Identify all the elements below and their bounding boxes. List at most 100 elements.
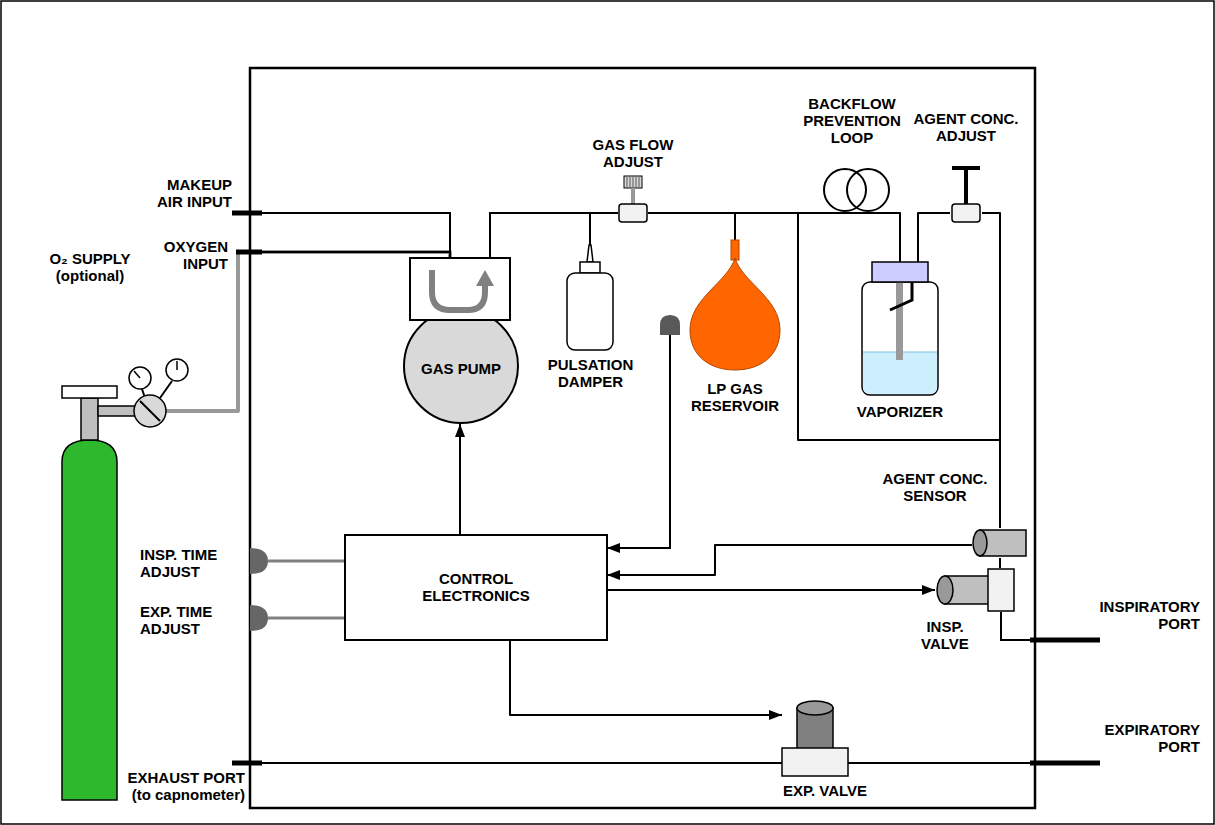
pulsation-damper: PULSATION DAMPER bbox=[565, 245, 615, 350]
shape-path bbox=[587, 245, 593, 262]
label-text: GAS FLOW ADJUST bbox=[583, 136, 683, 170]
label-text: PULSATION DAMPER bbox=[543, 356, 638, 390]
oxygen-cylinder: O₂ SUPPLY (optional) bbox=[55, 360, 190, 805]
label-text: EXHAUST PORT (to capnometer) bbox=[113, 769, 245, 803]
gas-line bbox=[1001, 612, 1035, 640]
label-text: INSP. VALVE bbox=[905, 618, 985, 652]
shape-svg bbox=[860, 262, 940, 397]
time-knob: EXP. TIME ADJUST bbox=[250, 605, 268, 631]
gas-line bbox=[648, 213, 735, 240]
label-text: EXP. VALVE bbox=[765, 782, 885, 799]
gas-line bbox=[918, 213, 950, 262]
label-text: EXP. TIME ADJUST bbox=[140, 603, 240, 637]
shape-line bbox=[160, 381, 172, 398]
shape-ellipse bbox=[937, 576, 953, 604]
label-text: MAKEUP AIR INPUT bbox=[140, 176, 232, 210]
pressure-sensor bbox=[660, 315, 680, 335]
label-text: LP GAS RESERVOIR bbox=[688, 380, 782, 414]
label-text: CONTROL ELECTRONICS bbox=[406, 570, 546, 604]
shape-rect bbox=[988, 569, 1014, 611]
label-text: OXYGEN INPUT bbox=[140, 238, 228, 272]
port-stub bbox=[1030, 761, 1100, 766]
insp-valve: INSP. VALVE bbox=[935, 568, 1014, 612]
shape-svg bbox=[250, 548, 268, 574]
gas-line bbox=[490, 213, 618, 258]
shape-line bbox=[818, 212, 898, 214]
agent-valve: AGENT CONC. ADJUST bbox=[950, 166, 982, 223]
shape-polygon bbox=[476, 270, 494, 286]
shape-path bbox=[250, 605, 268, 631]
label-text: AGENT CONC. SENSOR bbox=[880, 470, 990, 504]
shape-svg bbox=[818, 166, 898, 216]
shape-rect bbox=[782, 748, 848, 776]
exp-valve: EXP. VALVE bbox=[782, 700, 848, 778]
shape-circle bbox=[129, 367, 151, 389]
port-stub bbox=[232, 761, 262, 766]
label-text: AGENT CONC. ADJUST bbox=[911, 110, 1021, 144]
shape-path bbox=[690, 258, 780, 370]
shape-rect bbox=[964, 166, 968, 204]
agent-sensor: AGENT CONC. SENSOR bbox=[972, 528, 1030, 558]
housing-outline bbox=[250, 68, 1035, 808]
shape-line bbox=[134, 371, 140, 378]
shape-rect bbox=[619, 204, 647, 222]
shape-line bbox=[627, 177, 628, 187]
vaporizer: VAPORIZER bbox=[860, 262, 940, 397]
signal-arrow bbox=[459, 424, 461, 535]
shape-rect bbox=[631, 188, 635, 204]
gas-line bbox=[262, 762, 1035, 764]
shape-line bbox=[633, 177, 634, 187]
shape-circle bbox=[847, 169, 889, 211]
shape-line bbox=[140, 401, 160, 421]
shape-rect bbox=[567, 273, 613, 350]
label-text: EXPIRATORY PORT bbox=[1090, 721, 1200, 755]
shape-line bbox=[639, 177, 640, 187]
shape-rect bbox=[81, 398, 98, 440]
shape-svg bbox=[782, 700, 848, 778]
shape-circle bbox=[134, 395, 166, 427]
shape-circle bbox=[824, 169, 866, 211]
label-text: INSPIRATORY PORT bbox=[1090, 598, 1200, 632]
shape-ellipse bbox=[973, 530, 987, 556]
flow-valve: GAS FLOW ADJUST bbox=[618, 176, 648, 223]
shape-ellipse bbox=[797, 701, 833, 715]
signal-arrow bbox=[607, 545, 972, 575]
gas-pump: GAS PUMP bbox=[403, 258, 519, 424]
gas-line bbox=[262, 213, 450, 258]
gas-reservoir: LP GAS RESERVOIR bbox=[688, 240, 782, 372]
shape-rect bbox=[872, 262, 928, 282]
shape-g bbox=[627, 177, 639, 187]
shape-line bbox=[630, 177, 631, 187]
backflow-loop: BACKFLOW PREVENTION LOOP bbox=[818, 166, 898, 216]
port-stub bbox=[1030, 638, 1100, 643]
shape-svg bbox=[972, 528, 1030, 558]
gas-line bbox=[268, 560, 345, 563]
shape-rect bbox=[62, 386, 117, 398]
shape-rect bbox=[410, 258, 510, 320]
label-text: INSP. TIME ADJUST bbox=[140, 546, 240, 580]
shape-svg bbox=[618, 176, 648, 223]
shape-rect bbox=[896, 282, 903, 360]
shape-path bbox=[62, 440, 117, 800]
label-text: GAS PUMP bbox=[421, 360, 501, 377]
shape-rect bbox=[624, 176, 642, 188]
shape-svg bbox=[688, 240, 782, 372]
label-text: VAPORIZER bbox=[845, 403, 955, 420]
shape-svg bbox=[403, 258, 519, 424]
label-text: BACKFLOW PREVENTION LOOP bbox=[794, 95, 910, 146]
signal-arrow bbox=[607, 589, 935, 591]
gas-line bbox=[268, 617, 345, 620]
port-stub bbox=[232, 211, 262, 216]
shape-rect bbox=[345, 535, 607, 640]
shape-svg bbox=[55, 360, 190, 805]
gas-line bbox=[999, 558, 1001, 568]
shape-path bbox=[432, 270, 485, 310]
shape-svg bbox=[565, 245, 615, 350]
shape-line bbox=[636, 177, 637, 187]
shape-svg bbox=[250, 605, 268, 631]
control-box: CONTROL ELECTRONICS bbox=[345, 535, 607, 640]
